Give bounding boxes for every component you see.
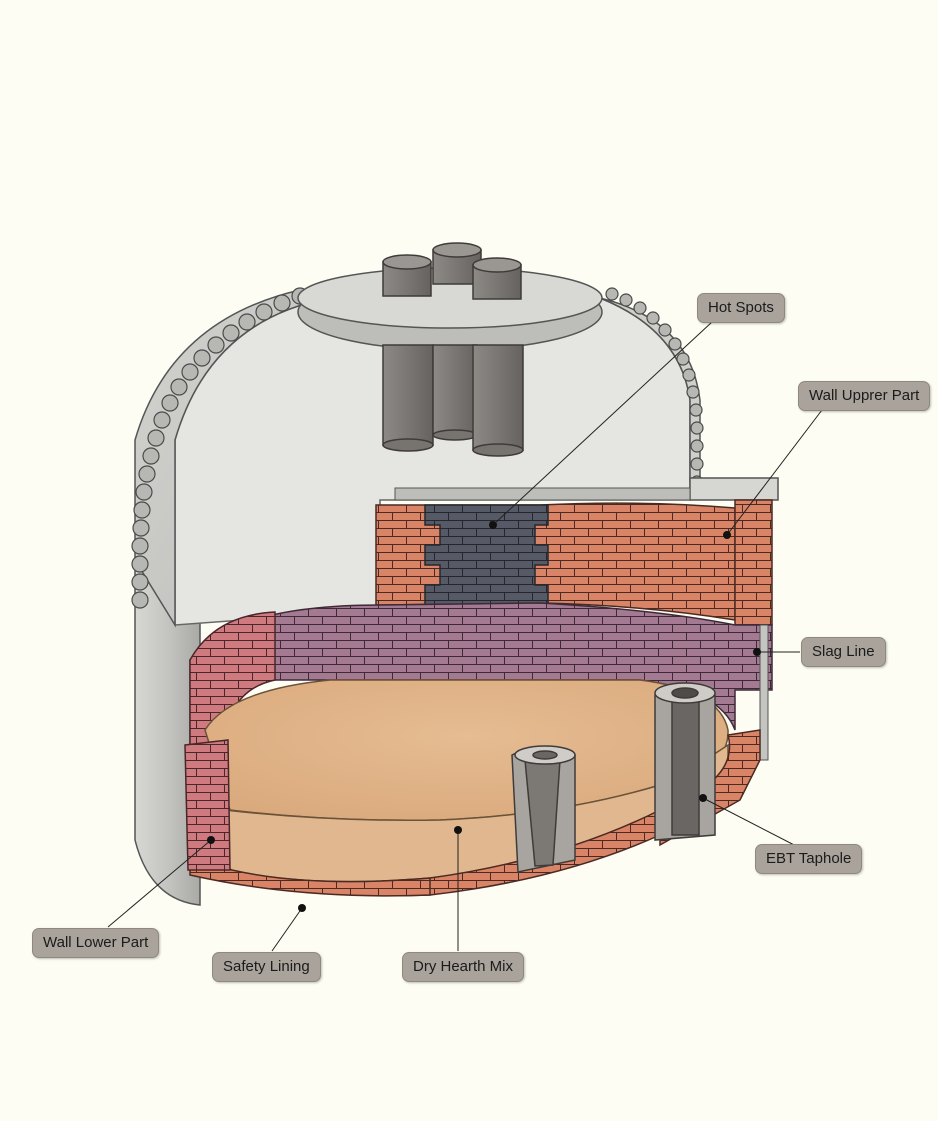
leader-dot-icons [207, 521, 761, 912]
leader-dot-icon [454, 826, 462, 834]
leader-dot-icon [489, 521, 497, 529]
electrodes-lower [382, 344, 524, 457]
callout-ebt-taphole: EBT Taphole [755, 844, 863, 874]
steel-shell [134, 558, 201, 906]
callout-slag-line: Slag Line [801, 637, 886, 667]
wall-lower-bricks [184, 739, 231, 871]
top-ledge [689, 477, 779, 501]
leader-dot-icon [753, 648, 761, 656]
callout-dry-hearth-mix: Dry Hearth Mix [402, 952, 525, 982]
callout-wall-lower-part: Wall Lower Part [32, 928, 160, 958]
callout-hot-spots: Hot Spots [697, 293, 785, 323]
leader-dot-icon [723, 531, 731, 539]
hot-spot-bricks [424, 504, 549, 606]
callout-wall-upper-part: Wall Upprer Part [798, 381, 931, 411]
cooling-pipes [131, 287, 704, 609]
taphole-tube [654, 682, 716, 841]
leader-dot-icon [207, 836, 215, 844]
leader-dot-icon [298, 904, 306, 912]
electrodes-upper [382, 242, 522, 300]
spout-fixture [511, 745, 576, 873]
callout-safety-lining: Safety Lining [212, 952, 321, 982]
leader-lines [107, 321, 823, 952]
leader-dot-icon [699, 794, 707, 802]
